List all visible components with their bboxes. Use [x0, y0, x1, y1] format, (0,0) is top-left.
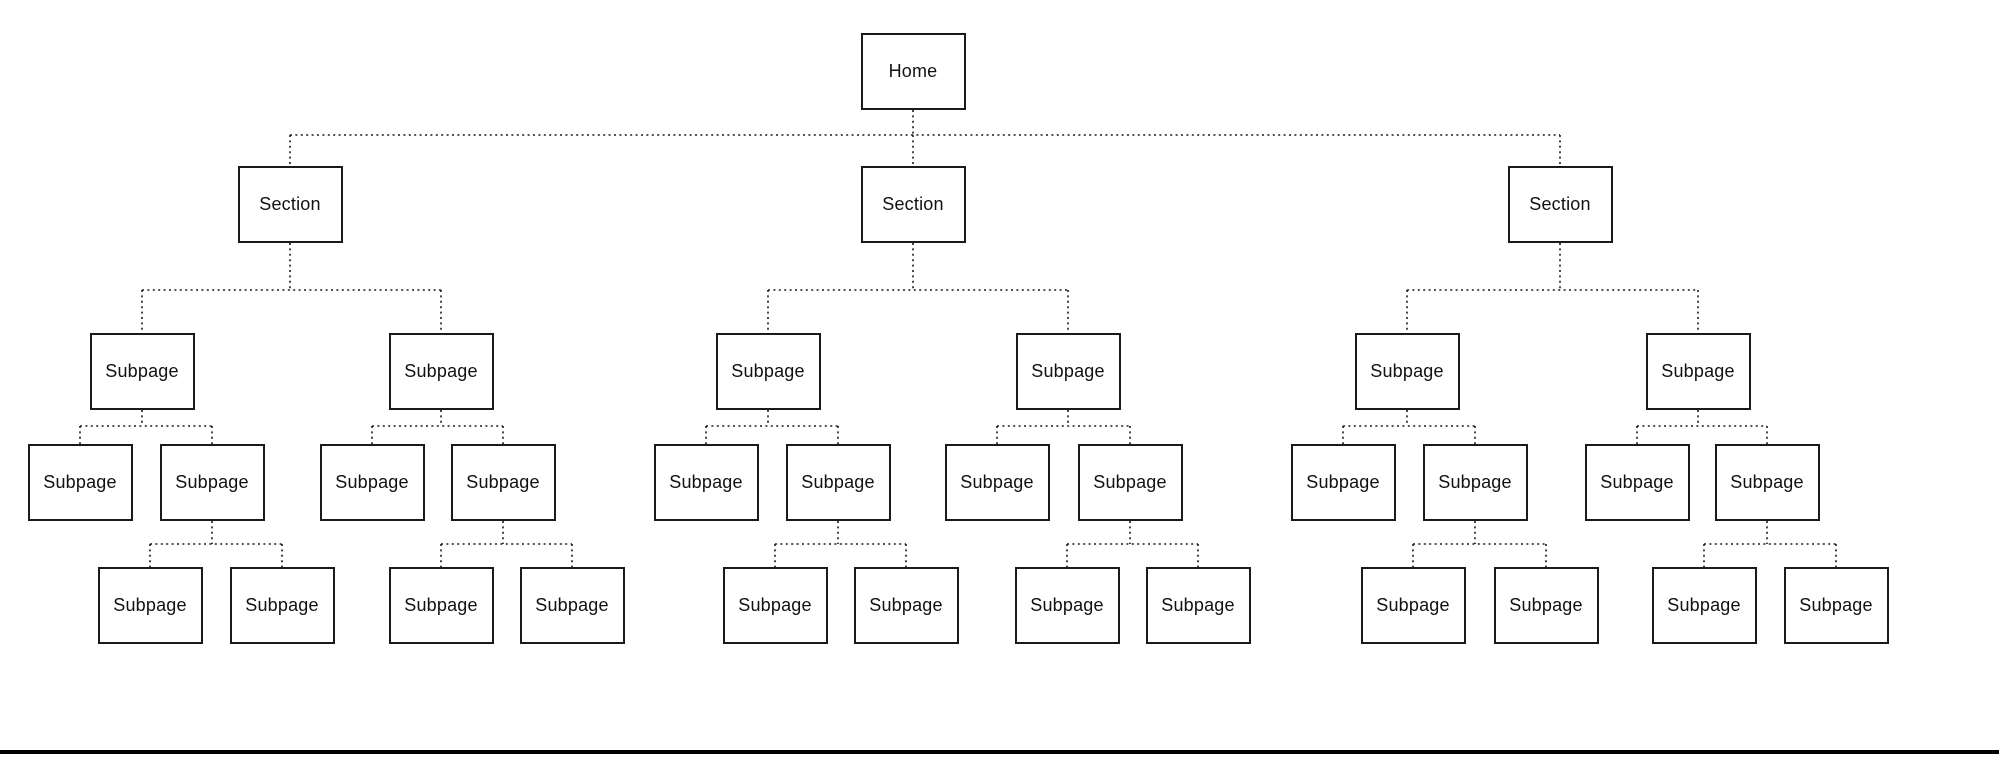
node-label: Subpage: [404, 361, 478, 381]
node-label: Subpage: [960, 472, 1034, 492]
node-label: Subpage: [535, 595, 609, 615]
node-subpage-6: Subpage: [388, 333, 494, 410]
node-subpage-3: Subpage: [159, 444, 265, 521]
node-label: Subpage: [175, 472, 249, 492]
node-label: Subpage: [1030, 595, 1104, 615]
node-label: Subpage: [245, 595, 319, 615]
node-subpage-2: Subpage: [27, 444, 133, 521]
node-subpage-22: Subpage: [1290, 444, 1396, 521]
node-subpage-29: Subpage: [1651, 567, 1757, 644]
node-label: Subpage: [113, 595, 187, 615]
node-subpage-25: Subpage: [1493, 567, 1599, 644]
node-subpage-26: Subpage: [1645, 333, 1751, 410]
node-section-2: Section: [860, 166, 966, 243]
node-label: Subpage: [1438, 472, 1512, 492]
node-label: Subpage: [1661, 361, 1735, 381]
node-subpage-5: Subpage: [229, 567, 335, 644]
node-subpage-27: Subpage: [1584, 444, 1690, 521]
node-subpage-17: Subpage: [944, 444, 1050, 521]
node-subpage-9: Subpage: [388, 567, 494, 644]
node-subpage-28: Subpage: [1714, 444, 1820, 521]
node-subpage-15: Subpage: [853, 567, 959, 644]
node-subpage-10: Subpage: [519, 567, 625, 644]
node-subpage-16: Subpage: [1015, 333, 1121, 410]
node-subpage-12: Subpage: [653, 444, 759, 521]
node-subpage-30: Subpage: [1783, 567, 1889, 644]
node-section-1: Section: [237, 166, 343, 243]
node-label: Subpage: [1600, 472, 1674, 492]
node-label: Subpage: [1730, 472, 1804, 492]
node-label: Subpage: [1370, 361, 1444, 381]
node-subpage-14: Subpage: [722, 567, 828, 644]
node-label: Subpage: [1093, 472, 1167, 492]
node-subpage-11: Subpage: [715, 333, 821, 410]
node-label: Subpage: [869, 595, 943, 615]
node-label: Subpage: [105, 361, 179, 381]
node-subpage-21: Subpage: [1354, 333, 1460, 410]
node-label: Subpage: [1306, 472, 1380, 492]
node-subpage-8: Subpage: [450, 444, 556, 521]
node-label: Section: [1529, 194, 1591, 214]
node-label: Subpage: [466, 472, 540, 492]
node-label: Subpage: [335, 472, 409, 492]
node-subpage-23: Subpage: [1422, 444, 1528, 521]
node-label: Section: [259, 194, 321, 214]
node-label: Subpage: [801, 472, 875, 492]
node-subpage-4: Subpage: [97, 567, 203, 644]
node-label: Subpage: [738, 595, 812, 615]
node-label: Subpage: [404, 595, 478, 615]
node-label: Subpage: [43, 472, 117, 492]
node-subpage-19: Subpage: [1014, 567, 1120, 644]
node-subpage-7: Subpage: [319, 444, 425, 521]
node-label: Subpage: [1509, 595, 1583, 615]
node-section-3: Section: [1507, 166, 1613, 243]
node-subpage-18: Subpage: [1077, 444, 1183, 521]
node-label: Subpage: [1161, 595, 1235, 615]
node-label: Subpage: [731, 361, 805, 381]
node-subpage-1: Subpage: [89, 333, 195, 410]
node-label: Subpage: [669, 472, 743, 492]
node-subpage-20: Subpage: [1145, 567, 1251, 644]
node-label: Section: [882, 194, 944, 214]
node-subpage-13: Subpage: [785, 444, 891, 521]
node-home: Home: [860, 33, 966, 110]
node-label: Subpage: [1799, 595, 1873, 615]
node-label: Subpage: [1031, 361, 1105, 381]
node-subpage-24: Subpage: [1360, 567, 1466, 644]
node-label: Home: [888, 61, 938, 81]
bottom-rule: [0, 750, 1999, 754]
node-label: Subpage: [1667, 595, 1741, 615]
node-label: Subpage: [1376, 595, 1450, 615]
